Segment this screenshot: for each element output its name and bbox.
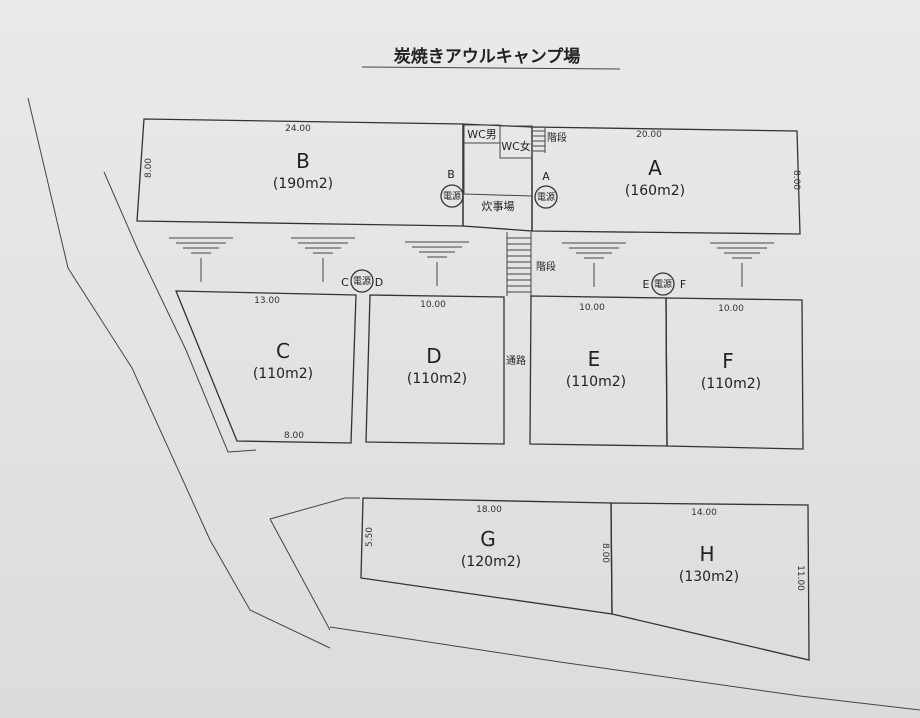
road-left-inner [103, 171, 257, 453]
wc-female-label: WC女 [501, 139, 531, 153]
site-h-right: 11.00 [795, 565, 805, 591]
site-b-area: (190m2) [273, 176, 333, 192]
kitchen-top-line [463, 193, 533, 197]
stairs-top-icon [533, 128, 546, 153]
map-title: 炭焼きアウルキャンプ場 [394, 46, 581, 67]
site-d-outline[interactable] [365, 294, 505, 445]
power-outlet-ef-icon[interactable] [651, 272, 675, 296]
site-b-depth: 8.00 [144, 158, 154, 178]
site-f-label: F [722, 349, 734, 373]
power-tag-f: F [680, 278, 686, 291]
site-c-bottom: 8.00 [284, 431, 304, 441]
site-h-area: (130m2) [679, 569, 739, 585]
site-h-width: 14.00 [691, 508, 717, 518]
site-h-outline[interactable] [610, 502, 810, 661]
site-d-label: D [426, 344, 441, 368]
site-h-label: H [699, 542, 714, 566]
power-outlet-ef-label: 電源 [654, 279, 672, 290]
site-d-area: (110m2) [407, 371, 467, 387]
power-outlet-b-icon[interactable] [440, 184, 464, 208]
road-bottom-inner [269, 497, 360, 631]
site-g-label: G [480, 527, 496, 551]
power-outlet-a-icon[interactable] [534, 185, 558, 209]
site-g-right: 8.00 [600, 543, 610, 563]
site-a-depth: 8.00 [791, 170, 801, 190]
site-a-label: A [648, 156, 662, 180]
site-a-width: 20.00 [636, 130, 662, 140]
site-b-width: 24.00 [285, 124, 311, 134]
site-f-area: (110m2) [701, 376, 761, 392]
power-tag-b: B [447, 168, 455, 181]
site-e-outline[interactable] [529, 295, 668, 447]
site-e-area: (110m2) [566, 374, 626, 390]
power-outlet-cd-label: 電源 [353, 276, 371, 287]
power-tag-a: A [542, 170, 550, 183]
site-g-area: (120m2) [461, 554, 521, 570]
site-c-area: (110m2) [253, 366, 313, 382]
wc-male-label: WC男 [467, 128, 497, 141]
site-e-width: 10.00 [579, 303, 605, 313]
site-e-label: E [588, 347, 601, 371]
tree-symbols [169, 237, 774, 287]
passage-label: 通路 [506, 354, 526, 367]
site-b-label: B [296, 149, 310, 173]
stairs-top-label: 階段 [547, 131, 567, 144]
title-underline [361, 66, 621, 70]
site-a-area: (160m2) [625, 183, 685, 199]
site-c-width: 13.00 [254, 296, 280, 306]
site-g-left: 5.50 [365, 527, 375, 547]
site-c-outline[interactable] [175, 290, 357, 444]
site-a-outline[interactable] [531, 126, 801, 235]
stairs-middle-icon [506, 232, 532, 296]
site-g-width: 18.00 [476, 505, 502, 515]
kitchen-label: 炊事場 [482, 200, 515, 213]
site-f-width: 10.00 [718, 304, 744, 314]
site-c-label: C [276, 339, 290, 363]
power-outlet-cd-icon[interactable] [350, 269, 374, 293]
road-left-outer [27, 97, 331, 649]
power-outlet-a-label: 電源 [537, 192, 555, 203]
power-tag-e: E [643, 278, 650, 291]
power-tag-c: C [341, 276, 349, 289]
power-tag-d: D [375, 276, 383, 289]
power-outlet-b-label: 電源 [443, 191, 461, 202]
road-bottom-outer [329, 626, 920, 711]
site-d-width: 10.00 [420, 300, 446, 310]
wc-female-room [499, 125, 533, 159]
site-f-outline[interactable] [665, 297, 804, 450]
stairs-middle-label: 階段 [536, 260, 556, 273]
